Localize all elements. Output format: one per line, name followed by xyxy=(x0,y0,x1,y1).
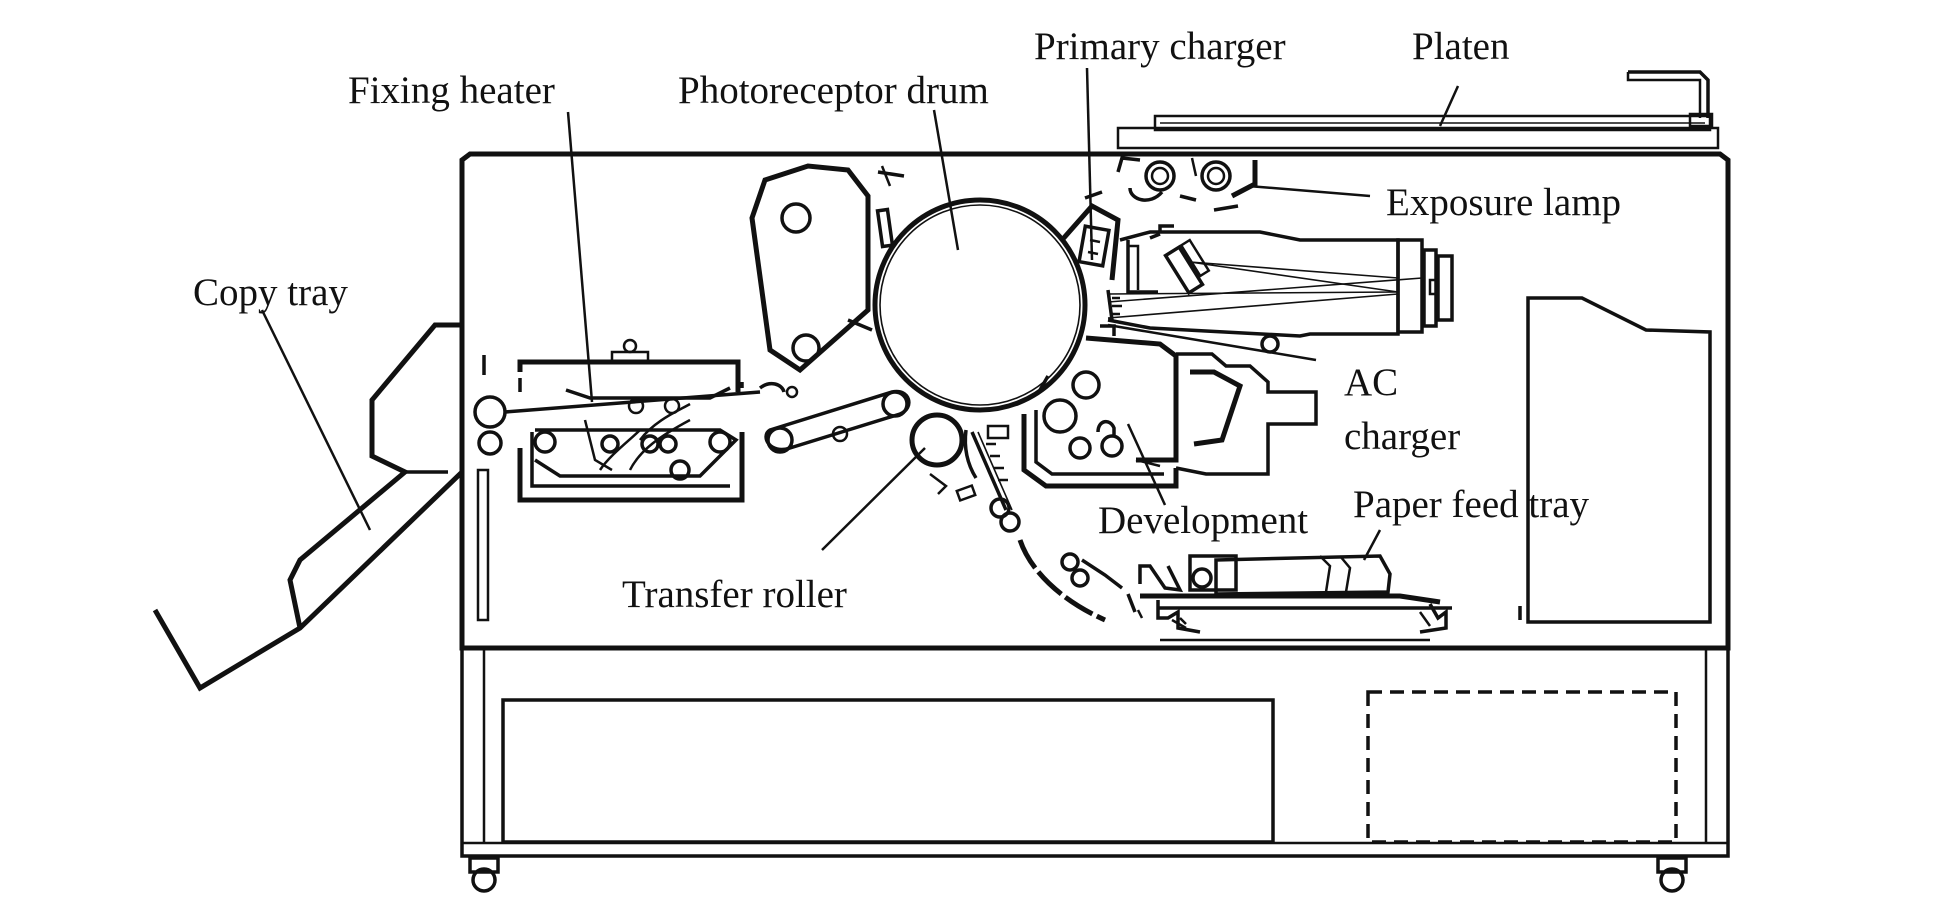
leader-photoreceptor-drum xyxy=(932,109,960,251)
main-body xyxy=(459,151,1731,651)
paper-feed-tray xyxy=(1136,554,1522,642)
caster-right xyxy=(1656,856,1688,893)
cleaning-unit xyxy=(749,163,905,374)
label-platen: Platen xyxy=(1412,25,1510,68)
transfer-roller xyxy=(909,412,965,468)
hidden-compartment xyxy=(1366,690,1678,844)
leader-ac-charger xyxy=(1107,323,1317,362)
leader-platen xyxy=(1438,85,1460,127)
label-photoreceptor-drum: Photoreceptor drum xyxy=(678,69,989,112)
exposure-lamp-assembly xyxy=(1116,156,1258,212)
primary-charger xyxy=(1060,190,1121,281)
lens-optics xyxy=(1106,224,1454,338)
label-fixing-heater: Fixing heater xyxy=(348,69,555,112)
label-development: Development xyxy=(1098,499,1309,542)
label-exposure-lamp: Exposure lamp xyxy=(1386,181,1622,224)
leader-fixing-heater xyxy=(566,111,594,403)
photoreceptor-drum xyxy=(872,197,1088,413)
transport-belt xyxy=(764,389,911,454)
label-primary-charger: Primary charger xyxy=(1034,25,1286,68)
label-transfer-roller: Transfer roller xyxy=(622,573,847,616)
leader-lines xyxy=(260,67,1460,561)
fixing-unit xyxy=(473,338,799,622)
label-paper-feed-tray: Paper feed tray xyxy=(1353,483,1590,526)
copy-tray xyxy=(152,322,465,692)
exposure-lamp-left xyxy=(1144,160,1176,192)
exit-roller-upper xyxy=(473,395,507,429)
label-ac-charger-line1: AC xyxy=(1344,361,1399,404)
leader-transfer-roller xyxy=(821,447,926,551)
platen-assembly xyxy=(1116,70,1720,150)
storage-cabinet-door xyxy=(501,698,1275,844)
exit-roller-lower xyxy=(477,430,503,456)
label-ac-charger-line2: charger xyxy=(1344,415,1461,458)
leader-exposure-lamp xyxy=(1247,184,1371,198)
leader-development xyxy=(1126,423,1167,506)
caster-left xyxy=(468,856,500,893)
development-unit xyxy=(1021,335,1318,489)
leader-paper-feed-tray xyxy=(1362,529,1382,561)
side-paper-deck xyxy=(1526,296,1712,624)
label-copy-tray: Copy tray xyxy=(193,271,348,314)
transfer-roller-assembly xyxy=(909,412,1137,623)
leader-copy-tray xyxy=(260,309,372,531)
exposure-lamp-right xyxy=(1200,160,1232,192)
cabinet-base xyxy=(460,646,1730,858)
leader-primary-charger xyxy=(1085,67,1094,261)
